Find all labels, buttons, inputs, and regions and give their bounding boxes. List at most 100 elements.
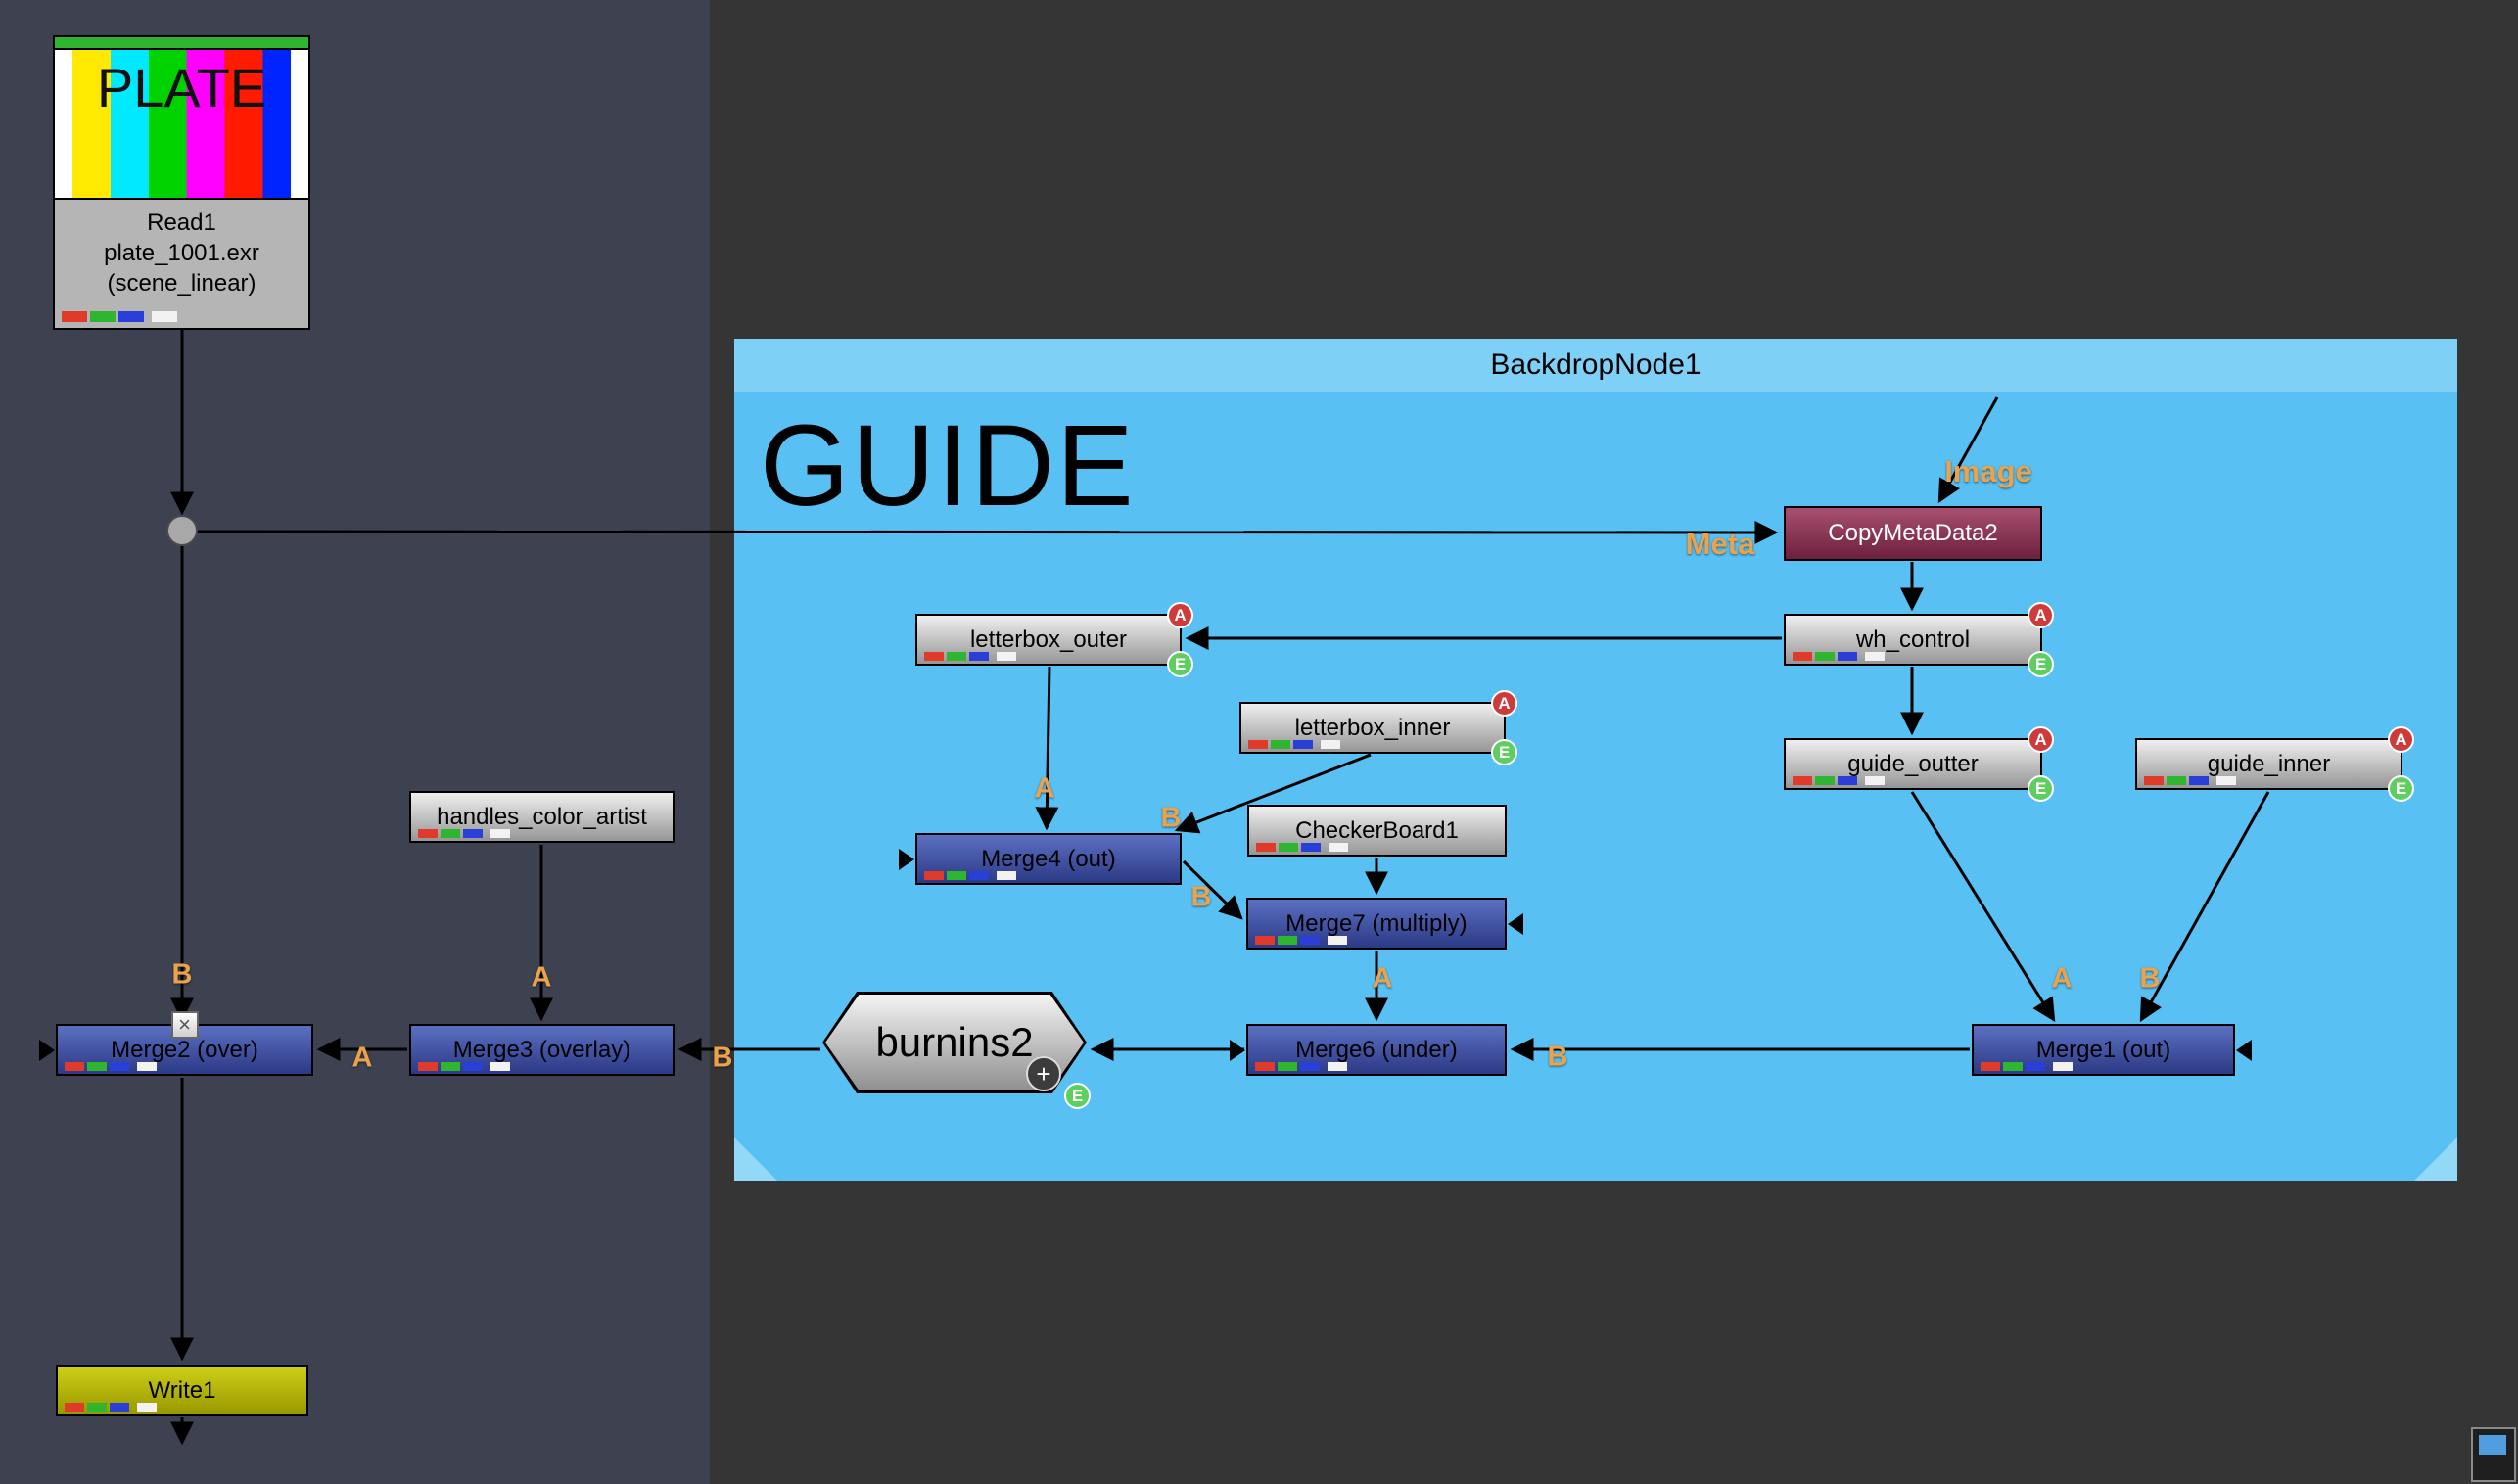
- node-read1[interactable]: PLATE Read1 plate_1001.exr (scene_linear…: [53, 35, 310, 330]
- channel-chips: [2144, 776, 2236, 785]
- node-merge1[interactable]: Merge1 (out): [1972, 1024, 2252, 1076]
- node-label: wh_control: [1855, 626, 1971, 653]
- node-label: guide_inner: [2207, 750, 2331, 777]
- badge-e: E: [1167, 651, 1193, 677]
- wire-guideoutter-to-merge1[interactable]: [1910, 791, 2056, 1023]
- read-filename: plate_1001.exr: [104, 240, 259, 266]
- wire-label-merge1-b: B: [2139, 962, 2161, 995]
- node-merge3[interactable]: Merge3 (overlay): [409, 1024, 675, 1076]
- channel-chips: [1793, 652, 1885, 661]
- backdrop-corner: [734, 1137, 777, 1181]
- node-merge4[interactable]: Merge4 (out): [899, 833, 1182, 885]
- node-label: Merge3 (overlay): [452, 1036, 631, 1063]
- hidden-input-arrow[interactable]: [1230, 1039, 1245, 1061]
- channel-chips: [924, 652, 1016, 661]
- channel-chips: [924, 871, 1016, 880]
- backdrop-header[interactable]: BackdropNode1: [734, 339, 2457, 392]
- node-label: guide_outter: [1847, 750, 1979, 777]
- wire-label-merge3-b: B: [712, 1042, 733, 1074]
- wire-guideinner-to-merge1[interactable]: [2139, 791, 2270, 1023]
- node-merge6[interactable]: Merge6 (under): [1230, 1024, 1507, 1076]
- wire-label-merge3-a: A: [531, 961, 552, 994]
- node-merge2[interactable]: Merge2 (over) ×: [39, 1011, 313, 1076]
- wire-label-merge2-b: B: [171, 958, 193, 991]
- node-label: letterbox_inner: [1294, 714, 1451, 741]
- channel-chips: [1255, 936, 1347, 945]
- read-title: Read1: [147, 209, 216, 236]
- node-label: CopyMetaData2: [1828, 520, 1998, 546]
- wire-image-to-copymetadata2[interactable]: [1937, 396, 1999, 504]
- node-letterbox-inner[interactable]: letterbox_inner A E: [1239, 690, 1517, 765]
- node-copymetadata2[interactable]: CopyMetaData2: [1784, 506, 2042, 561]
- badge-e: E: [1491, 739, 1517, 765]
- node-checkerboard1[interactable]: CheckerBoard1: [1247, 805, 1507, 857]
- wire-label-merge4-a: A: [1034, 772, 1055, 805]
- badge-e: E: [2028, 651, 2054, 677]
- badge-e: E: [1064, 1083, 1091, 1109]
- wire-letterboxouter-to-merge4[interactable]: [1035, 666, 1059, 831]
- channel-chips: [65, 1403, 157, 1412]
- hidden-input-arrow[interactable]: [1508, 912, 1523, 935]
- node-letterbox-outer[interactable]: letterbox_outer A E: [915, 602, 1193, 677]
- channel-chips: [1793, 776, 1885, 785]
- wire-label-merge1-a: A: [2051, 962, 2073, 995]
- badge-a: A: [2388, 726, 2414, 753]
- wire-label-merge6-b: B: [1547, 1041, 1568, 1073]
- node-label: CheckerBoard1: [1295, 816, 1459, 844]
- wire-label-merge6-a: A: [1372, 962, 1393, 995]
- hidden-input-arrow[interactable]: [899, 848, 914, 870]
- wire-merge4-to-merge7[interactable]: [1182, 859, 1243, 920]
- backdrop-title: BackdropNode1: [1490, 348, 1702, 381]
- channel-chips: [62, 311, 177, 322]
- wire-label-meta: Meta: [1685, 527, 1755, 561]
- node-label: letterbox_outer: [969, 626, 1128, 653]
- node-guide-inner[interactable]: guide_inner A E: [2135, 726, 2414, 802]
- plus-icon[interactable]: +: [1026, 1056, 1061, 1091]
- node-label: Write1: [148, 1376, 216, 1404]
- disable-indicator[interactable]: ×: [170, 1011, 199, 1039]
- read-thumbnail-colorbars: PLATE: [55, 50, 308, 200]
- channel-chips: [418, 1062, 510, 1071]
- wire-elbow-dot[interactable]: [166, 515, 198, 546]
- node-label: burnins2: [875, 1019, 1034, 1065]
- node-label: Merge2 (over): [111, 1036, 258, 1063]
- node-write1[interactable]: Write1: [56, 1365, 308, 1416]
- node-label: Merge7 (multiply): [1285, 909, 1468, 937]
- hidden-input-arrow[interactable]: [39, 1039, 55, 1061]
- wire-label-image: Image: [1944, 454, 2032, 488]
- channel-chips: [1248, 740, 1340, 749]
- node-guide-outter[interactable]: guide_outter A E: [1784, 726, 2054, 802]
- node-label: Merge6 (under): [1295, 1036, 1458, 1063]
- thumbnail-plate-text: PLATE: [96, 57, 267, 118]
- node-label: Merge1 (out): [2035, 1036, 2171, 1063]
- read-colorspace: (scene_linear): [107, 270, 256, 297]
- channel-chips: [1256, 843, 1348, 852]
- node-label: Merge4 (out): [981, 845, 1116, 872]
- wire-label-merge7-b: B: [1190, 881, 1212, 913]
- channel-chips: [1981, 1062, 2073, 1071]
- node-burnins2[interactable]: burnins2 + E: [822, 992, 1091, 1109]
- node-label: handles_color_artist: [437, 803, 647, 830]
- node-merge7[interactable]: Merge7 (multiply): [1246, 898, 1523, 950]
- badge-a: A: [1167, 602, 1193, 628]
- navigator-minimap[interactable]: [2471, 1427, 2516, 1482]
- channel-chips: [418, 829, 510, 838]
- channel-chips: [65, 1062, 157, 1071]
- node-handles-color-artist[interactable]: handles_color_artist: [409, 791, 675, 843]
- badge-e: E: [2388, 775, 2414, 802]
- hidden-input-arrow[interactable]: [2236, 1039, 2252, 1061]
- backdrop-corner: [2414, 1137, 2457, 1181]
- minimap-backdrop-chip: [2479, 1435, 2506, 1455]
- wire-dot-to-copymetadata2[interactable]: [196, 520, 1779, 544]
- channel-chips: [1255, 1062, 1347, 1071]
- badge-a: A: [2028, 726, 2054, 753]
- read-label-block: Read1 plate_1001.exr (scene_linear): [55, 200, 308, 328]
- node-wh-control[interactable]: wh_control A E: [1784, 602, 2054, 677]
- wire-label-merge2-a: A: [351, 1042, 373, 1074]
- badge-a: A: [2028, 602, 2054, 628]
- badge-e: E: [2028, 775, 2054, 802]
- wire-letterboxinner-to-merge4[interactable]: [1174, 753, 1372, 834]
- wire-label-merge4-b: B: [1160, 802, 1182, 834]
